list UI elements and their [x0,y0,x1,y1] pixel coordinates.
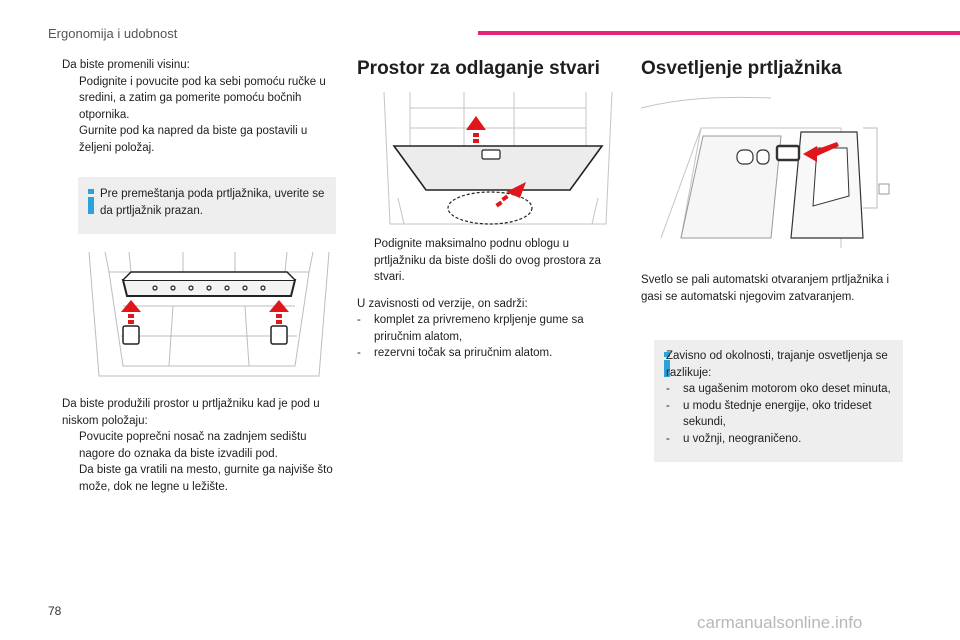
list-item: - komplet za privremeno krpljenje gume s… [357,312,619,345]
step-marker [357,236,374,286]
list-item-text: sa ugašenim motorom oko deset minuta, [683,383,891,395]
list-item: - rezervni točak sa priručnim alatom. [357,345,619,362]
step-marker [62,429,79,462]
dash-marker: - [666,399,670,412]
note-body: Zavisno od okolnosti, trajanje osvetljen… [666,348,896,447]
step-item: Da biste ga vratili na mesto, gurnite ga… [62,462,337,495]
step-item: Povucite poprečni nosač na zadnjem sediš… [62,429,337,462]
dash-marker: - [666,383,670,395]
storage-illustration [374,88,622,230]
list-item-text: u vožnji, neograničeno. [683,432,802,445]
intro-extend: Da biste produžili prostor u prtljažniku… [62,398,320,427]
watermark: carmanualsonline.info [697,613,863,632]
left-column-bottom: Da biste produžili prostor u prtljažniku… [62,396,337,495]
step-marker [62,462,79,495]
step-marker [62,74,79,124]
info-note: Pre premeštanja poda prtljažnika, uverit… [78,177,336,234]
step-text: Podignite maksimalno podnu oblogu u prtl… [374,238,601,283]
lighting-text: Svetlo se pali automatski otvaranjem prt… [641,274,890,303]
left-column: Da biste promenili visinu: Podignite i p… [62,57,337,156]
step-text: Podignite i povucite pod ka sebi pomoću … [79,75,326,121]
intro-height: Da biste promenili visinu: [62,59,190,71]
trunk-light-illustration [641,88,904,258]
page-number: 78 [48,604,62,618]
step-marker [62,123,79,156]
step-item: Podignite maksimalno podnu oblogu u prtl… [357,236,619,286]
list-item-text: rezervni točak sa priručnim alatom. [374,347,553,359]
trunk-floor-illustration [83,246,335,384]
step-text: Gurnite pod ka napred da biste ga postav… [79,125,308,154]
header-accent-bar [478,31,960,35]
step-item: Podignite i povucite pod ka sebi pomoću … [62,74,337,124]
list-item-text: u modu štednje energije, oko trideset se… [683,399,872,429]
list-item: - sa ugašenim motorom oko deset minuta, [666,381,896,398]
section-title: Ergonomija i udobnost [48,26,178,41]
info-icon [664,352,670,378]
step-item: Gurnite pod ka napred da biste ga postav… [62,123,337,156]
list-item: - u vožnji, neograničeno. [666,431,896,448]
note-intro: Zavisno od okolnosti, trajanje osvetljen… [666,350,888,379]
note-text: Pre premeštanja poda prtljažnika, uverit… [100,188,325,217]
step-text: Povucite poprečni nosač na zadnjem sediš… [79,431,307,460]
middle-column: Podignite maksimalno podnu oblogu u prtl… [357,236,619,362]
info-icon [88,189,94,215]
step-text: Da biste ga vratili na mesto, gurnite ga… [79,464,333,493]
dash-marker: - [357,347,361,359]
list-item: - u modu štednje energije, oko trideset … [666,398,896,431]
dash-marker: - [666,432,670,445]
right-column: Svetlo se pali automatski otvaranjem prt… [641,272,907,305]
storage-intro: U zavisnosti od verzije, on sadrži: [357,297,528,310]
info-note: Zavisno od okolnosti, trajanje osvetljen… [654,340,903,462]
storage-heading: Prostor za odlaganje stvari [357,58,600,79]
list-item-text: komplet za privremeno krpljenje gume sa … [374,314,584,343]
dash-marker: - [357,314,361,326]
lighting-heading: Osvetljenje prtljažnika [641,58,842,79]
